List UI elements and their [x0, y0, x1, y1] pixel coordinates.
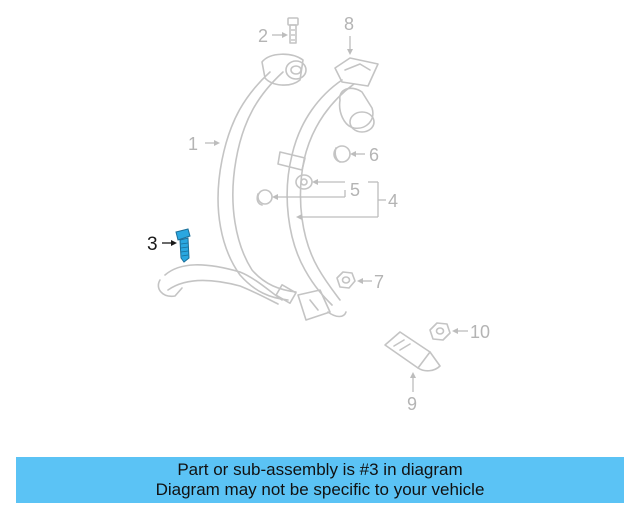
leader-lines [162, 32, 468, 392]
callout-8: 8 [344, 14, 354, 34]
nut-part-7 [336, 271, 356, 289]
callout-7: 7 [374, 272, 384, 292]
buckle-part-9 [384, 331, 441, 372]
bolt-part-3-highlighted [175, 228, 191, 263]
callout-2: 2 [258, 26, 268, 46]
callout-9: 9 [407, 394, 417, 414]
anchor-part-8 [277, 57, 379, 321]
seat-belt-parts-diagram: 1 2 3 4 5 6 7 8 9 10 [147, 14, 490, 414]
info-banner: Part or sub-assembly is #3 in diagram Di… [16, 457, 624, 503]
bolt-part-2 [287, 17, 299, 44]
callout-6: 6 [369, 145, 379, 165]
nut-part-10 [429, 322, 451, 341]
banner-line-part-number: Part or sub-assembly is #3 in diagram [177, 460, 463, 479]
fasteners-part-5 [256, 174, 313, 206]
callout-3: 3 [147, 234, 158, 255]
callout-10: 10 [470, 322, 490, 342]
banner-line-disclaimer: Diagram may not be specific to your vehi… [155, 480, 485, 499]
callout-1: 1 [188, 134, 198, 154]
callout-4: 4 [388, 191, 398, 211]
callout-5: 5 [350, 180, 360, 200]
belt-strap-part-1 [157, 53, 307, 305]
cap-part-6 [333, 145, 351, 163]
